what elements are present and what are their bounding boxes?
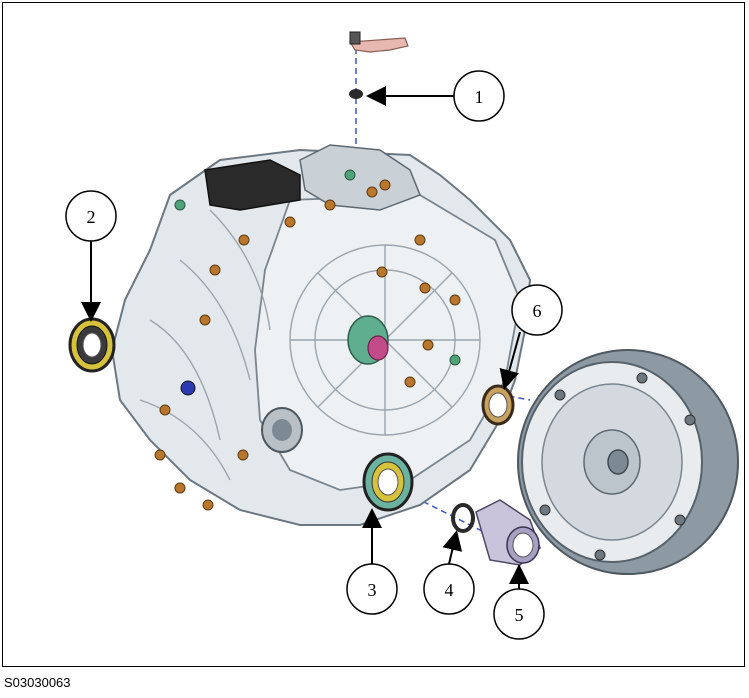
callout-3-label: 3	[368, 580, 377, 600]
part-2-seal	[68, 317, 116, 373]
callout-6: 6	[499, 284, 563, 390]
callout-1-label: 1	[475, 87, 484, 107]
part-6-seal	[481, 384, 515, 426]
callout-6-label: 6	[533, 301, 542, 321]
part-1-bracket-and-plug	[348, 31, 409, 99]
torque-converter	[517, 349, 739, 575]
callout-2: 2	[65, 190, 117, 322]
callout-2-label: 2	[87, 207, 96, 227]
figure-id-caption: S03030063	[4, 675, 71, 690]
callout-5: 5	[493, 564, 545, 640]
callout-3: 3	[346, 508, 398, 615]
callout-5-label: 5	[515, 605, 524, 625]
callout-4-label: 4	[445, 580, 454, 600]
figure-frame	[2, 2, 745, 667]
transmission-housing	[110, 144, 532, 526]
part-5-sleeve	[475, 499, 541, 566]
callout-4: 4	[423, 530, 475, 615]
part-3-seal	[362, 452, 414, 512]
part-4-o-ring	[451, 503, 475, 533]
callout-1: 1	[366, 70, 505, 122]
